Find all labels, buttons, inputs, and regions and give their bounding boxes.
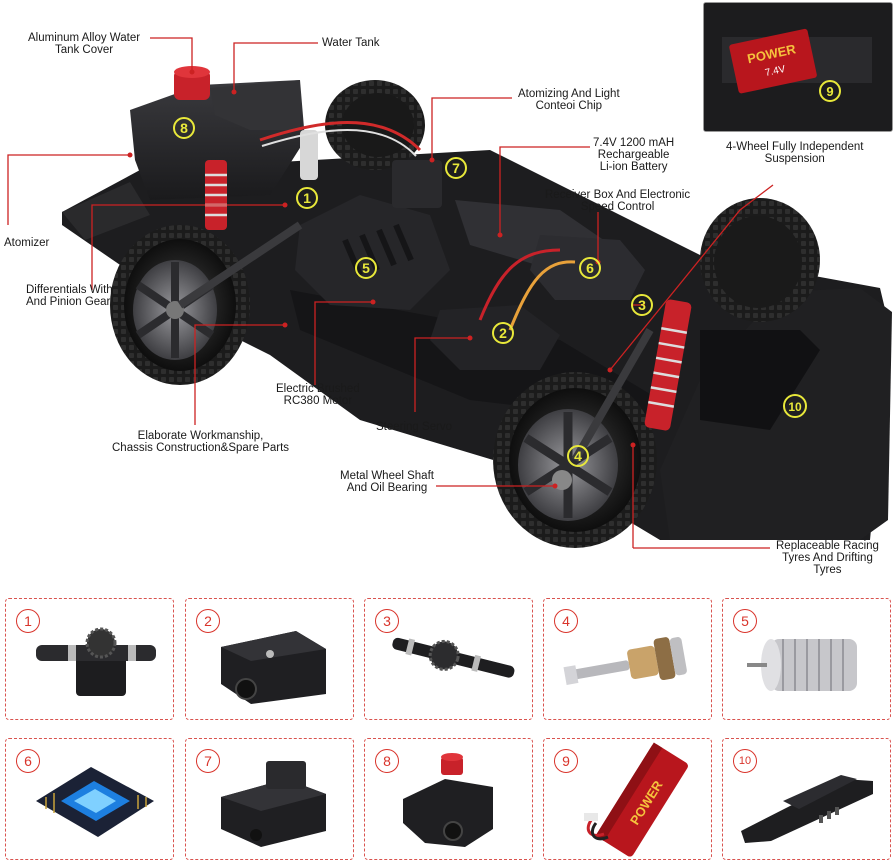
- callout-atomizer: Atomizer: [4, 237, 50, 249]
- part-number: 5: [733, 609, 757, 633]
- part-card-1: 1: [5, 598, 174, 720]
- water-tank-icon: [403, 753, 493, 847]
- marker-7: 7: [445, 157, 467, 179]
- part-card-4: 4: [543, 598, 712, 720]
- part-number: 4: [554, 609, 578, 633]
- svg-text:7: 7: [452, 160, 460, 176]
- steering-servo-icon: [221, 631, 326, 704]
- marker-3: 3: [631, 294, 653, 316]
- marker-2: 2: [492, 322, 514, 344]
- marker-6: 6: [579, 257, 601, 279]
- part-card-3: 3: [364, 598, 533, 720]
- part-card-7: 7: [185, 738, 354, 860]
- wheel-shaft-bearing-icon: [563, 637, 687, 686]
- part-number: 9: [554, 749, 578, 773]
- battery-pack-icon: POWER: [584, 742, 688, 857]
- marker-1: 1: [296, 187, 318, 209]
- part-card-6: 6: [5, 738, 174, 860]
- part-card-10: 10: [722, 738, 891, 860]
- part-card-9: 9 POWER: [543, 738, 712, 860]
- part-number: 2: [196, 609, 220, 633]
- svg-text:4: 4: [574, 448, 582, 464]
- svg-text:3: 3: [638, 297, 646, 313]
- part-card-5: 5: [722, 598, 891, 720]
- battery-inset: POWER 7.4V 9: [703, 2, 893, 132]
- callout-lines: [7, 37, 774, 549]
- part-number: 3: [375, 609, 399, 633]
- marker-9: [819, 80, 841, 102]
- part-number: 6: [16, 749, 40, 773]
- differential-gear-icon: [36, 627, 156, 696]
- svg-text:7.4V: 7.4V: [764, 64, 787, 79]
- marker-5: 5: [355, 257, 377, 279]
- svg-text:10: 10: [788, 400, 802, 414]
- callout-steering-servo: Steering Servo: [376, 421, 453, 433]
- circuit-chip-icon: [36, 767, 154, 837]
- brushed-motor-icon: [747, 639, 857, 691]
- receiver-box-icon: [221, 761, 326, 847]
- front-shock: [644, 299, 692, 431]
- part-card-2: 2: [185, 598, 354, 720]
- part-card-8: 8: [364, 738, 533, 860]
- svg-text:8: 8: [180, 120, 188, 136]
- light-chip-box: [392, 160, 442, 208]
- part-number: 8: [375, 749, 399, 773]
- svg-text:9: 9: [826, 84, 833, 99]
- bumper-icon: [741, 775, 873, 843]
- svg-text:1: 1: [303, 190, 311, 206]
- marker-10: 10: [783, 394, 807, 418]
- part-number: 1: [16, 609, 40, 633]
- svg-text:2: 2: [499, 325, 507, 341]
- rear-right-shock: [300, 130, 318, 180]
- front-right-wheel: [700, 198, 820, 322]
- rc-car-illustration: 1 2 3 4 5 6 7 8 10: [7, 37, 892, 549]
- svg-text:6: 6: [586, 260, 594, 276]
- svg-text:5: 5: [362, 260, 370, 276]
- battery-pack-icon: [729, 28, 817, 94]
- marker-8: 8: [173, 117, 195, 139]
- rear-bumper: [62, 182, 150, 240]
- part-number: 10: [733, 749, 757, 773]
- rear-shock: [205, 160, 227, 230]
- number-markers: 1 2 3 4 5 6 7 8 10: [173, 117, 807, 467]
- callout-water-tank: Water Tank: [322, 37, 380, 49]
- part-number: 7: [196, 749, 220, 773]
- drive-shaft-icon: [392, 637, 515, 678]
- callout-workmanship: Elaborate Workmanship,Chassis Constructi…: [112, 430, 290, 454]
- marker-4: 4: [567, 445, 589, 467]
- water-tank-cap: [174, 70, 210, 100]
